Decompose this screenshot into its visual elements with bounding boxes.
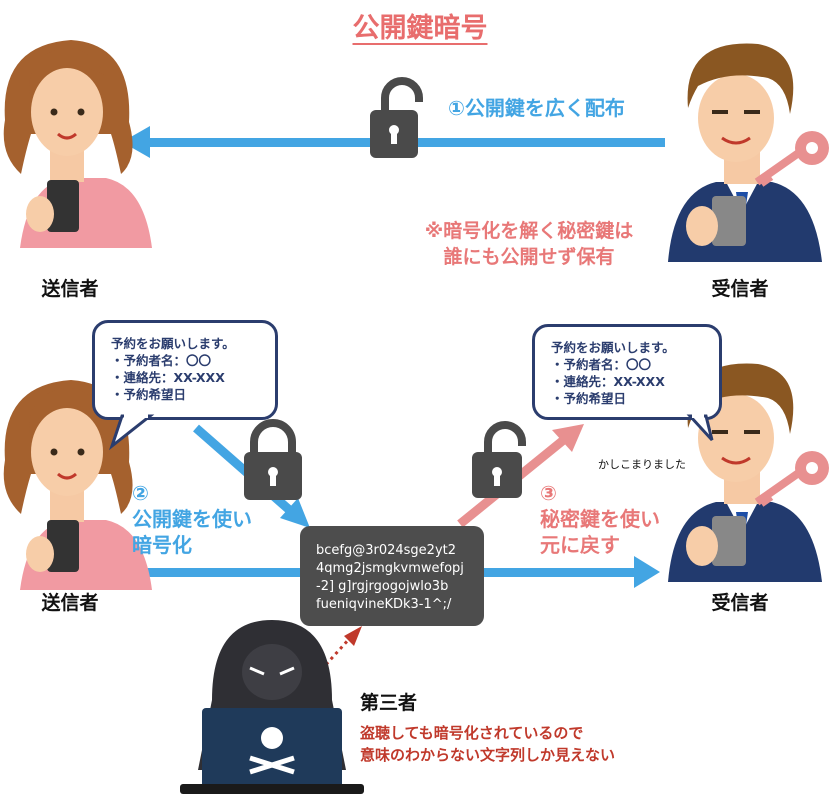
step2-label: ② 公開鍵を使い 暗号化 [132, 480, 252, 558]
bubble-line: 予約をお願いします。 [111, 336, 235, 351]
step2-label-line: ② [132, 481, 149, 505]
receiver-message-bubble: 予約をお願いします。 ・予約者名：〇〇 ・連絡先：XX-XXX ・予約希望日 [532, 324, 722, 420]
step2-label-line: 暗号化 [132, 533, 192, 557]
ciphertext-line: fueniqvineKDk3-1^;/ [316, 597, 452, 612]
closed-padlock-icon [244, 419, 302, 500]
bubble-line: 予約をお願いします。 [551, 340, 675, 355]
delivery-arrow [484, 556, 660, 588]
third-party-label: 第三者 [360, 692, 418, 714]
open-padlock-icon [370, 77, 423, 158]
sender-label-bottom: 送信者 [41, 592, 99, 614]
bubble-line: ・連絡先：XX-XXX [111, 370, 225, 385]
sender-woman-top [3, 40, 152, 248]
step3-label-line: 秘密鍵を使い [540, 507, 660, 531]
step3-label-line: 元に戻す [540, 533, 620, 557]
ciphertext-line: bcefg@3r024sge2yt2 [316, 543, 457, 558]
receiver-reply: かしこまりました [598, 458, 686, 471]
secret-key-note-line: ※暗号化を解く秘密鍵は [424, 220, 634, 242]
secret-key-note-line: 誰にも公開せず保有 [443, 246, 615, 268]
bubble-line: ・連絡先：XX-XXX [551, 374, 665, 389]
step1-label: ①公開鍵を広く配布 [448, 96, 625, 120]
receiver-label-bottom: 受信者 [711, 592, 769, 614]
secret-key-note: ※暗号化を解く秘密鍵は 誰にも公開せず保有 [404, 218, 654, 270]
page-title: 公開鍵暗号 [352, 13, 488, 44]
third-party-note: 盗聴しても暗号化されているので 意味のわからない文字列しか見えない [360, 722, 615, 766]
receiver-man-top [668, 43, 822, 262]
sender-message-bubble: 予約をお願いします。 ・予約者名：〇〇 ・連絡先：XX-XXX ・予約希望日 [92, 320, 278, 420]
open-padlock-icon-bottom [472, 421, 526, 498]
step3-label-line: ③ [540, 481, 557, 505]
step2-horizontal-arrow [128, 568, 300, 577]
ciphertext-box: bcefg@3r024sge2yt2 4qmg2jsmgkvmwefopj -2… [300, 526, 484, 626]
third-party-note-line: 盗聴しても暗号化されているので [360, 724, 584, 742]
bubble-line: ・予約希望日 [551, 391, 627, 406]
receiver-man-bottom [668, 363, 822, 582]
step3-label: ③ 秘密鍵を使い 元に戻す [540, 480, 660, 558]
secret-key-icon-bottom [754, 451, 829, 507]
bubble-line: ・予約者名：〇〇 [551, 357, 652, 372]
ciphertext-line: -2] g]rgjrgogojwlo3b [316, 579, 449, 594]
third-party-hacker [180, 620, 364, 794]
step2-label-line: 公開鍵を使い [132, 507, 252, 531]
sender-label-top: 送信者 [41, 278, 99, 300]
bubble-line: ・予約希望日 [111, 387, 187, 402]
receiver-label-top: 受信者 [711, 278, 769, 300]
bubble-line: ・予約者名：〇〇 [111, 353, 212, 368]
secret-key-icon-top [754, 131, 829, 187]
ciphertext-line: 4qmg2jsmgkvmwefopj [316, 561, 464, 576]
third-party-note-line: 意味のわからない文字列しか見えない [360, 746, 616, 764]
